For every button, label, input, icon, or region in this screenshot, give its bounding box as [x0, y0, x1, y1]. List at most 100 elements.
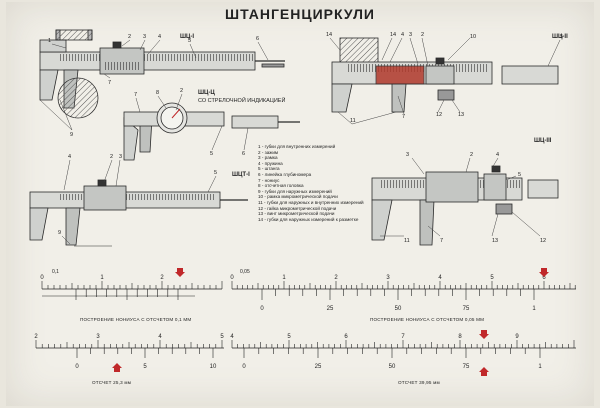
- red-arrow-icon: [479, 330, 489, 339]
- legend-item: 6 - линейка глубиномера: [258, 171, 312, 177]
- legend-item: 10 - рамка микрометрической подачи: [258, 194, 338, 200]
- vernier-number: 75: [463, 364, 470, 370]
- callout-r-10: 10: [470, 34, 477, 40]
- callout-s-5: 5: [518, 172, 522, 178]
- callout-s-11: 11: [404, 238, 410, 244]
- callout-t-4: 4: [68, 154, 72, 160]
- callout-r-5: 5: [560, 34, 564, 40]
- legend-item: 3 - рамка: [258, 155, 278, 161]
- callout-s-2: 2: [470, 152, 474, 158]
- callout-dial-6: 6: [242, 151, 246, 157]
- scale-number: 6: [344, 334, 348, 340]
- scale-number: 1: [282, 275, 286, 281]
- label-shts3: ШЦ-III: [534, 138, 552, 144]
- caption-bottom-right: ОТСЧЕТ 39,95 мм: [398, 380, 440, 385]
- callout-dial-5: 5: [210, 151, 214, 157]
- scale-number: 7: [401, 334, 405, 340]
- legend-item: 5 - штанга: [258, 166, 280, 172]
- scale-number: 4: [438, 275, 442, 281]
- scale-number: 3: [96, 334, 100, 340]
- label-shts-dial-sub: СО СТРЕЛОЧНОЙ ИНДИКАЦИЕЙ: [198, 98, 286, 104]
- callout-s-13: 13: [492, 238, 499, 244]
- red-arrow-icon: [479, 367, 489, 376]
- vernier-number: 25: [327, 306, 334, 312]
- vernier-label: 0,05: [240, 269, 250, 275]
- scale-number: 5: [287, 334, 291, 340]
- callout-1: 1: [48, 38, 52, 44]
- poster-title: ШТАНГЕНЦИРКУЛИ: [225, 6, 375, 22]
- red-arrow-icon: [539, 268, 549, 277]
- leader-lines: [39, 37, 561, 245]
- callout-t-3: 3: [119, 154, 123, 160]
- scale-number: 1: [100, 275, 104, 281]
- label-shts2: ШЦ-II: [552, 34, 568, 40]
- callout-s-3: 3: [406, 152, 410, 158]
- caliper-shts1: [39, 29, 285, 119]
- scale-number: 4: [230, 334, 234, 340]
- red-arrow-icon: [175, 268, 185, 277]
- vernier-number: 1: [538, 364, 542, 370]
- callout-r-12: 12: [436, 112, 443, 118]
- callout-dial-8: 8: [156, 90, 160, 96]
- scale-number: 4: [158, 334, 162, 340]
- callout-r-13: 13: [458, 112, 465, 118]
- label-shts1: ШЦ-I: [180, 34, 195, 40]
- label-shts-dial: ШЦ-Ц: [198, 90, 215, 96]
- vernier-number: 1: [532, 306, 536, 312]
- callout-s-12: 12: [540, 238, 547, 244]
- legend-item: 2 - зажим: [258, 149, 279, 155]
- callout-4: 4: [158, 34, 162, 40]
- scale-number: 0: [40, 275, 44, 281]
- callout-6: 6: [256, 36, 260, 42]
- callout-r-3: 3: [409, 32, 413, 38]
- vernier-number: 0: [242, 364, 246, 370]
- scale-number: 6: [542, 275, 546, 281]
- vernier-number: 0: [260, 306, 264, 312]
- legend-item: 11 - губки для наружных и внутренних изм…: [258, 199, 364, 205]
- vernier-number: 5: [143, 364, 147, 370]
- callout-r-4: 4: [401, 32, 405, 38]
- caption-top-right: ПОСТРОЕНИЕ НОНИУСА С ОТСЧЕТОМ 0,05 ММ: [370, 317, 485, 322]
- caption-top-left: ПОСТРОЕНИЕ НОНИУСА С ОТСЧЕТОМ 0,1 ММ: [80, 317, 192, 322]
- callout-t-9: 9: [58, 230, 62, 236]
- callout-s-7: 7: [440, 238, 444, 244]
- scale-number: 3: [386, 275, 390, 281]
- vernier-number: 0: [75, 364, 79, 370]
- legend-item: 7 - нониус: [258, 177, 280, 183]
- callout-3: 3: [143, 34, 147, 40]
- scale-number: 9: [515, 334, 519, 340]
- legend-item: 13 - винт микрометрической подачи: [258, 211, 335, 217]
- caliper-shts3: [371, 165, 559, 246]
- legend-item: 1 - губки для внутренних измерений: [258, 144, 336, 149]
- callout-r-14b: 14: [390, 32, 397, 38]
- callout-s-4: 4: [496, 152, 500, 158]
- callout-r-14: 14: [326, 32, 333, 38]
- vernier-number: 10: [210, 364, 217, 370]
- callout-r-11: 11: [350, 118, 356, 124]
- vernier-number: 25: [315, 364, 322, 370]
- scale-number: 5: [220, 334, 224, 340]
- callout-t-5: 5: [214, 170, 218, 176]
- scale-number: 0: [230, 275, 234, 281]
- caliper-shts2: [331, 37, 559, 113]
- legend-item: 8 - отсчетная головка: [258, 183, 304, 189]
- scale-bottom-left: 2 3 4 5 0 5 10: [34, 334, 224, 372]
- legend-item: 4 - пружина: [258, 160, 283, 166]
- callout-2: 2: [128, 34, 132, 40]
- scale-number: 2: [34, 334, 38, 340]
- callout-t-2: 2: [110, 154, 114, 160]
- legend-item: 14 - губки для наружных измерений к разм…: [258, 216, 359, 222]
- callout-5: 5: [188, 38, 192, 44]
- vernier-number: 75: [463, 306, 470, 312]
- vernier-number: 50: [389, 364, 396, 370]
- callout-dial-2: 2: [180, 88, 184, 94]
- vernier-number: 50: [395, 306, 402, 312]
- caption-bottom-left: ОТСЧЕТ 25,3 мм: [92, 380, 132, 385]
- callout-9: 9: [70, 132, 74, 138]
- scale-number: 2: [160, 275, 164, 281]
